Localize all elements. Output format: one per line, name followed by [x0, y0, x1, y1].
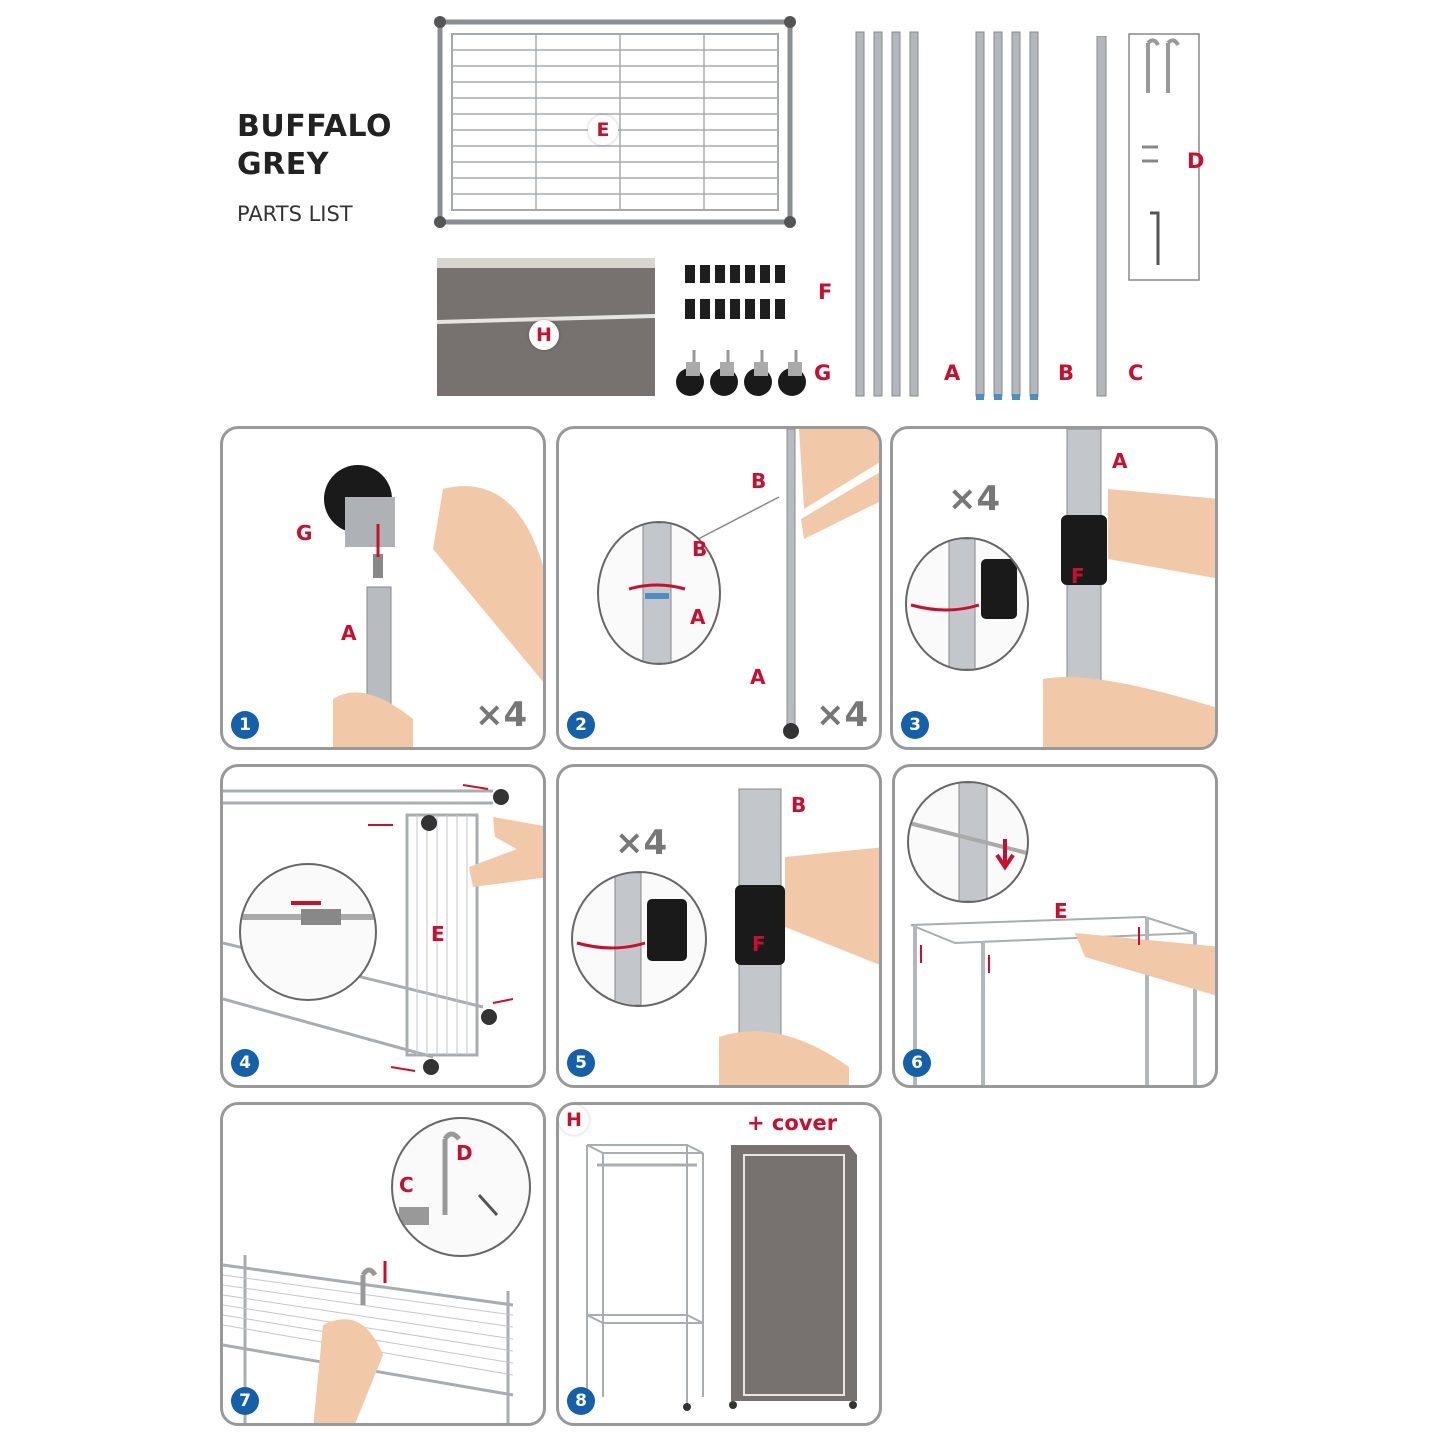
step-7-label-d: D: [456, 1141, 473, 1165]
step-3-illustration: [1043, 429, 1215, 747]
part-label-a: A: [944, 361, 961, 385]
step-6-detail-inset: [907, 781, 1029, 903]
wire-shelf-image: [434, 16, 796, 228]
part-label-b: B: [1058, 361, 1075, 385]
step-2-label-a: A: [750, 665, 766, 689]
step-1-illustration: [324, 465, 543, 747]
part-label-c: C: [1128, 361, 1144, 385]
title-line-2: GREY: [237, 147, 329, 182]
step-5-label-b: B: [791, 793, 807, 817]
step-5-badge: 5: [567, 1049, 595, 1077]
part-label-e: E: [588, 115, 618, 145]
poles-a-image: [855, 31, 919, 397]
step-1-badge: 1: [231, 711, 259, 739]
hardware-kit-image: [1128, 33, 1200, 281]
step-5-detail-inset: [571, 871, 707, 1007]
step-8-label-h: H: [559, 1105, 589, 1135]
step-8-illustration: [583, 1144, 857, 1411]
step-2-multiplier: ×4: [816, 695, 869, 735]
step-3-detail-inset: [905, 537, 1029, 671]
step-2-illustration: [678, 429, 879, 739]
step-1-label-g: G: [296, 521, 313, 545]
step-7-label-c: C: [399, 1173, 414, 1197]
step-2-label-b-inset: B: [692, 537, 708, 561]
step-5-multiplier: ×4: [615, 823, 668, 863]
step-2-badge: 2: [567, 711, 595, 739]
title-line-1: BUFFALO: [237, 109, 393, 144]
step-7-panel: C D 7: [220, 1102, 546, 1426]
step-3-panel: A F ×4 3: [890, 426, 1218, 750]
step-7-illustration: [223, 1255, 514, 1423]
part-label-d: D: [1187, 149, 1205, 173]
step-7-badge: 7: [231, 1387, 259, 1415]
step-2-label-a-inset: A: [690, 605, 706, 629]
fabric-cover-image: [437, 258, 656, 396]
part-label-g: G: [814, 361, 832, 385]
step-7-detail-inset: [391, 1117, 531, 1257]
part-label-f: F: [818, 280, 833, 304]
plastic-clips-image: [685, 265, 785, 319]
step-1-panel: G A ×4 1: [220, 426, 546, 750]
parts-list-subtitle: PARTS LIST: [237, 202, 353, 226]
step-4-badge: 4: [231, 1049, 259, 1077]
step-5-panel: B F ×4 5: [556, 764, 882, 1088]
step-4-illustration: [223, 784, 543, 1075]
product-title: BUFFALO GREY: [237, 108, 392, 184]
step-6-badge: 6: [903, 1049, 931, 1077]
step-4-label-e: E: [431, 922, 445, 946]
step-2-label-b-top: B: [751, 469, 767, 493]
step-5-label-f: F: [752, 932, 766, 956]
step-4-detail-inset: [239, 863, 377, 1001]
step-2-panel: B B A A ×4 2: [556, 426, 882, 750]
step-3-label-f: F: [1071, 564, 1085, 588]
step-2-detail-inset: [597, 521, 721, 665]
step-1-label-a: A: [341, 621, 357, 645]
step-6-panel: E 6: [892, 764, 1218, 1088]
caster-wheels-image: [676, 350, 806, 396]
step-8-panel: + cover H 8: [556, 1102, 882, 1426]
step-8-cover-label: + cover: [747, 1111, 838, 1135]
step-4-panel: E 4: [220, 764, 546, 1088]
step-5-illustration: [719, 788, 879, 1085]
step-1-multiplier: ×4: [475, 695, 528, 735]
part-label-h: H: [529, 320, 559, 350]
step-8-badge: 8: [567, 1387, 595, 1415]
step-3-badge: 3: [901, 711, 929, 739]
step-3-label-a: A: [1112, 449, 1128, 473]
step-6-illustration: [910, 915, 1215, 1085]
step-6-label-e: E: [1054, 899, 1068, 923]
poles-b-image: [975, 31, 1039, 400]
pole-c-image: [1096, 36, 1107, 397]
step-3-multiplier: ×4: [948, 479, 1001, 519]
